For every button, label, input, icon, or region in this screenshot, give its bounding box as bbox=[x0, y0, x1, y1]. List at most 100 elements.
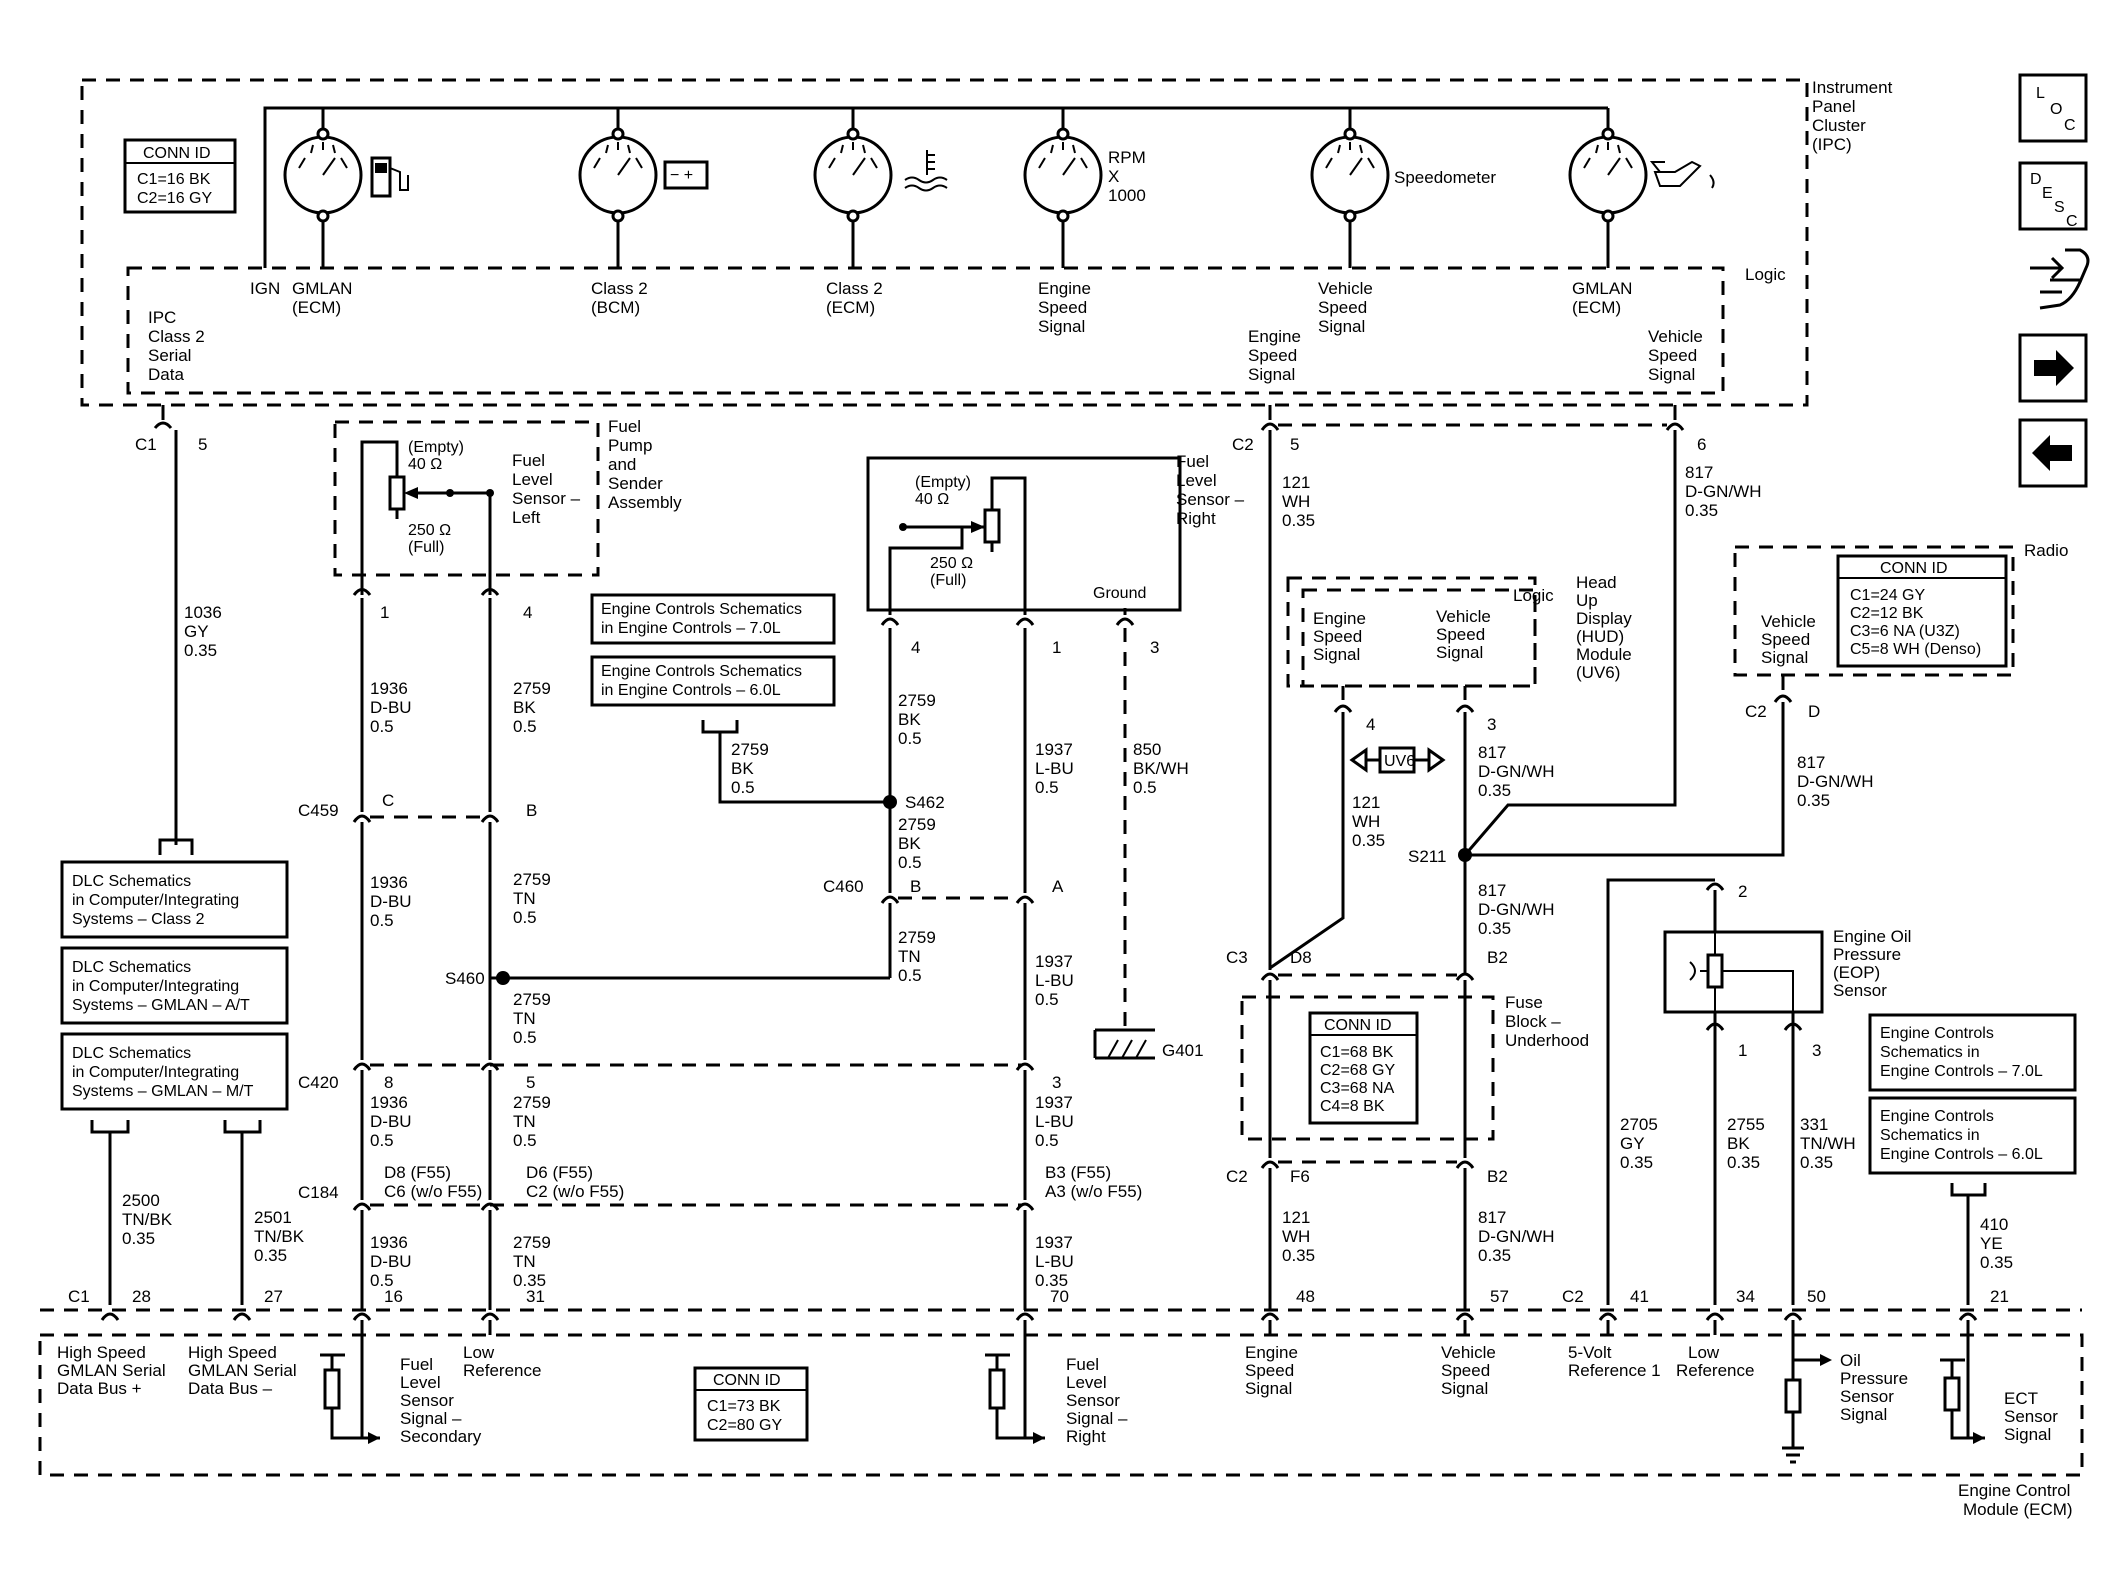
svg-text:31: 31 bbox=[526, 1287, 545, 1306]
ipc-logic-label: Logic bbox=[1745, 265, 1786, 284]
svg-text:B2: B2 bbox=[1487, 948, 1508, 967]
prev-page-button[interactable] bbox=[2018, 418, 2088, 488]
dlc-gmlan-at-ref[interactable]: DLC Schematics in Computer/Integrating S… bbox=[60, 946, 289, 1025]
svg-text:34: 34 bbox=[1736, 1287, 1755, 1306]
svg-text:S211: S211 bbox=[1408, 847, 1446, 866]
gmlan-ecm2-input: GMLAN(ECM) bbox=[1572, 279, 1632, 317]
svg-text:DLC Schematics: DLC Schematics bbox=[72, 1045, 191, 1062]
ecm-module: C1 28 27 16 31 70 48 57 C2 41 34 50 21 E… bbox=[38, 1287, 2084, 1519]
svg-text:Systems – GMLAN – A/T: Systems – GMLAN – A/T bbox=[72, 997, 250, 1014]
connector-tools-icon[interactable] bbox=[2030, 248, 2090, 310]
svg-text:L: L bbox=[2036, 85, 2045, 102]
desc-button[interactable]: D E S C bbox=[2018, 161, 2088, 231]
svg-text:DLC Schematics: DLC Schematics bbox=[72, 959, 191, 976]
svg-text:3: 3 bbox=[1150, 638, 1159, 657]
svg-text:F6: F6 bbox=[1290, 1167, 1310, 1186]
speedometer-gauge bbox=[1310, 127, 1390, 268]
svg-text:2: 2 bbox=[1738, 882, 1747, 901]
svg-text:C1=16 BK: C1=16 BK bbox=[137, 171, 211, 188]
engine-controls-7l-ref-center[interactable]: Engine Controls Schematics in Engine Con… bbox=[590, 593, 836, 645]
svg-text:B2: B2 bbox=[1487, 1167, 1508, 1186]
loc-button[interactable]: L O C bbox=[2018, 73, 2088, 143]
svg-text:C1=24 GY: C1=24 GY bbox=[1850, 587, 1925, 604]
svg-text:B: B bbox=[526, 801, 537, 820]
svg-text:8: 8 bbox=[384, 1073, 393, 1092]
svg-text:28: 28 bbox=[132, 1287, 151, 1306]
dlc-gmlan-mt-ref[interactable]: DLC Schematics in Computer/Integrating S… bbox=[60, 1032, 289, 1111]
svg-text:A: A bbox=[1052, 877, 1064, 896]
svg-text:Engine Controls – 6.0L: Engine Controls – 6.0L bbox=[1880, 1146, 2043, 1163]
uv6-option-arrow: UV6 bbox=[1349, 746, 1446, 774]
ipc-title: Instrument Panel Cluster (IPC) bbox=[1812, 78, 1897, 154]
fuel-gauge bbox=[283, 127, 363, 268]
svg-text:C3=6 NA (U3Z): C3=6 NA (U3Z) bbox=[1850, 623, 1960, 640]
svg-text:CONN ID: CONN ID bbox=[143, 145, 211, 162]
svg-text:57: 57 bbox=[1490, 1287, 1509, 1306]
svg-text:C: C bbox=[382, 791, 394, 810]
svg-text:C2: C2 bbox=[1562, 1287, 1584, 1306]
svg-text:Engine Controls – 7.0L: Engine Controls – 7.0L bbox=[1880, 1063, 2043, 1080]
svg-text:B: B bbox=[910, 877, 921, 896]
svg-text:D: D bbox=[1808, 702, 1820, 721]
fuel-right-resistor bbox=[983, 508, 1001, 544]
engine-controls-6l-ref-center[interactable]: Engine Controls Schematics in Engine Con… bbox=[590, 655, 836, 707]
svg-text:Engine Controls: Engine Controls bbox=[1880, 1025, 1994, 1042]
svg-text:C1=68 BK: C1=68 BK bbox=[1320, 1044, 1394, 1061]
svg-text:5: 5 bbox=[198, 435, 207, 454]
svg-text:4: 4 bbox=[523, 603, 532, 622]
svg-text:C2=80 GY: C2=80 GY bbox=[707, 1417, 782, 1434]
svg-text:CONN ID: CONN ID bbox=[713, 1372, 781, 1389]
svg-text:Engine Controls Schematics: Engine Controls Schematics bbox=[601, 663, 802, 680]
svg-text:CONN ID: CONN ID bbox=[1880, 560, 1948, 577]
engine-controls-7l-ref-right[interactable]: Engine Controls Schematics in Engine Con… bbox=[1868, 1013, 2077, 1092]
svg-text:50: 50 bbox=[1807, 1287, 1826, 1306]
gmlan-ecm-input: GMLAN(ECM) bbox=[292, 279, 352, 317]
svg-text:Systems – GMLAN – M/T: Systems – GMLAN – M/T bbox=[72, 1083, 254, 1100]
fuel-left-resistor bbox=[388, 475, 406, 511]
next-page-button[interactable] bbox=[2018, 333, 2088, 403]
svg-text:Systems – Class 2: Systems – Class 2 bbox=[72, 911, 205, 928]
dlc-class2-ref[interactable]: DLC Schematics in Computer/Integrating S… bbox=[60, 860, 289, 939]
ipc-logic-box bbox=[126, 266, 1725, 395]
svg-text:B3 (F55)A3 (w/o F55): B3 (F55)A3 (w/o F55) bbox=[1045, 1163, 1142, 1201]
svg-text:48: 48 bbox=[1296, 1287, 1315, 1306]
svg-text:21: 21 bbox=[1990, 1287, 2009, 1306]
svg-text:3: 3 bbox=[1052, 1073, 1061, 1092]
svg-text:C1: C1 bbox=[68, 1287, 90, 1306]
engine-controls-6l-ref-right[interactable]: Engine Controls Schematics in Engine Con… bbox=[1868, 1096, 2077, 1175]
svg-text:27: 27 bbox=[264, 1287, 283, 1306]
svg-text:C2: C2 bbox=[1226, 1167, 1248, 1186]
svg-text:C3: C3 bbox=[1226, 948, 1248, 967]
battery-icon: − + bbox=[663, 160, 709, 190]
svg-text:CONN ID: CONN ID bbox=[1324, 1017, 1392, 1034]
